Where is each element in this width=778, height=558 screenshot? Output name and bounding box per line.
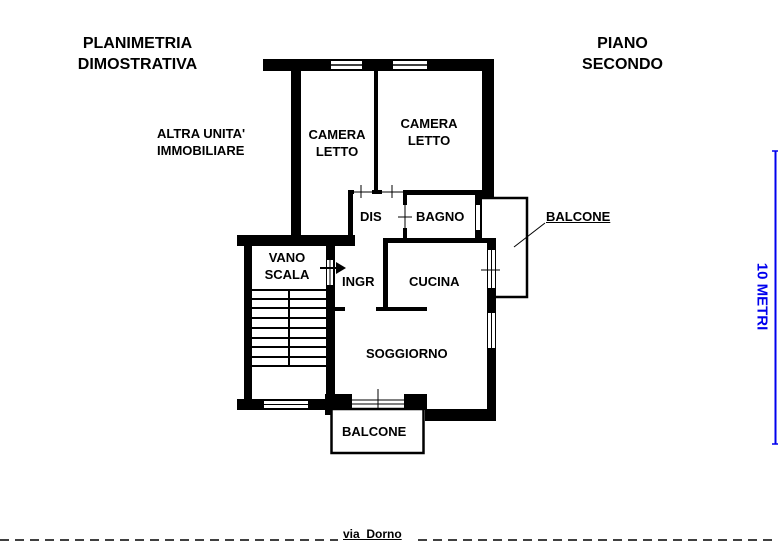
label-bedroom-2: CAMERA LETTO <box>394 115 464 149</box>
walls <box>237 59 500 421</box>
entrance-arrow-icon <box>320 262 346 274</box>
label-bedroom-2-line-2: LETTO <box>407 133 451 148</box>
wall-bedroom-left <box>291 71 301 239</box>
wall-living-bottom <box>425 409 496 421</box>
label-hallway: DIS <box>360 209 382 224</box>
wall-bedroom-partition <box>374 71 378 193</box>
scale-bar-label: 10 METRI <box>753 262 771 331</box>
label-stairwell: VANO SCALA <box>258 249 316 283</box>
label-bathroom: BAGNO <box>416 209 465 224</box>
floor-title: PIANO SECONDO <box>560 33 685 75</box>
label-stairwell-line-2: SCALA <box>264 267 310 282</box>
label-other-unit-line-1: ALTRA UNITA' <box>157 126 246 141</box>
label-bedroom-1-line-1: CAMERA <box>308 127 366 142</box>
label-kitchen: CUCINA <box>409 274 460 289</box>
label-balcony-south: BALCONE <box>342 424 407 439</box>
scale-bar <box>772 150 778 445</box>
plan-title: PLANIMETRIA DIMOSTRATIVA <box>60 33 215 75</box>
label-bedroom-1: CAMERA LETTO <box>302 126 372 160</box>
wall-kitchen-top <box>383 238 496 243</box>
window-living-room <box>488 313 495 348</box>
floor-title-line-2: SECONDO <box>582 56 663 73</box>
street-name: via Dorno <box>343 527 402 541</box>
wall-right-upper <box>482 71 494 197</box>
label-bedroom-1-line-2: LETTO <box>315 144 359 159</box>
label-living-room: SOGGIORNO <box>366 346 448 361</box>
label-other-unit-line-2: IMMOBILIARE <box>157 143 245 158</box>
label-balcony-east: BALCONE <box>546 209 611 224</box>
balcony-east-outline <box>482 196 529 299</box>
plan-title-line-1: PLANIMETRIA <box>82 35 193 52</box>
window-stairwell <box>264 401 308 408</box>
window-living-south <box>352 389 404 412</box>
floor-title-line-1: PIANO <box>597 35 648 52</box>
wall-top <box>263 59 494 71</box>
wall-stair-top <box>237 235 355 246</box>
label-other-unit: ALTRA UNITA' IMMOBILIARE <box>157 125 245 159</box>
window-bedroom-1 <box>331 61 362 69</box>
window-bedroom-2 <box>393 61 427 69</box>
label-entrance: INGR <box>342 274 375 289</box>
plan-title-line-2: DIMOSTRATIVA <box>77 56 198 73</box>
window-kitchen <box>481 250 500 288</box>
label-stairwell-line-1: VANO <box>268 250 306 265</box>
label-bedroom-2-line-1: CAMERA <box>400 116 458 131</box>
balcony-south-outline <box>330 407 425 455</box>
wall-stair-left <box>244 246 252 410</box>
stair-steps <box>252 289 326 367</box>
balcony-east-leader <box>513 222 546 248</box>
